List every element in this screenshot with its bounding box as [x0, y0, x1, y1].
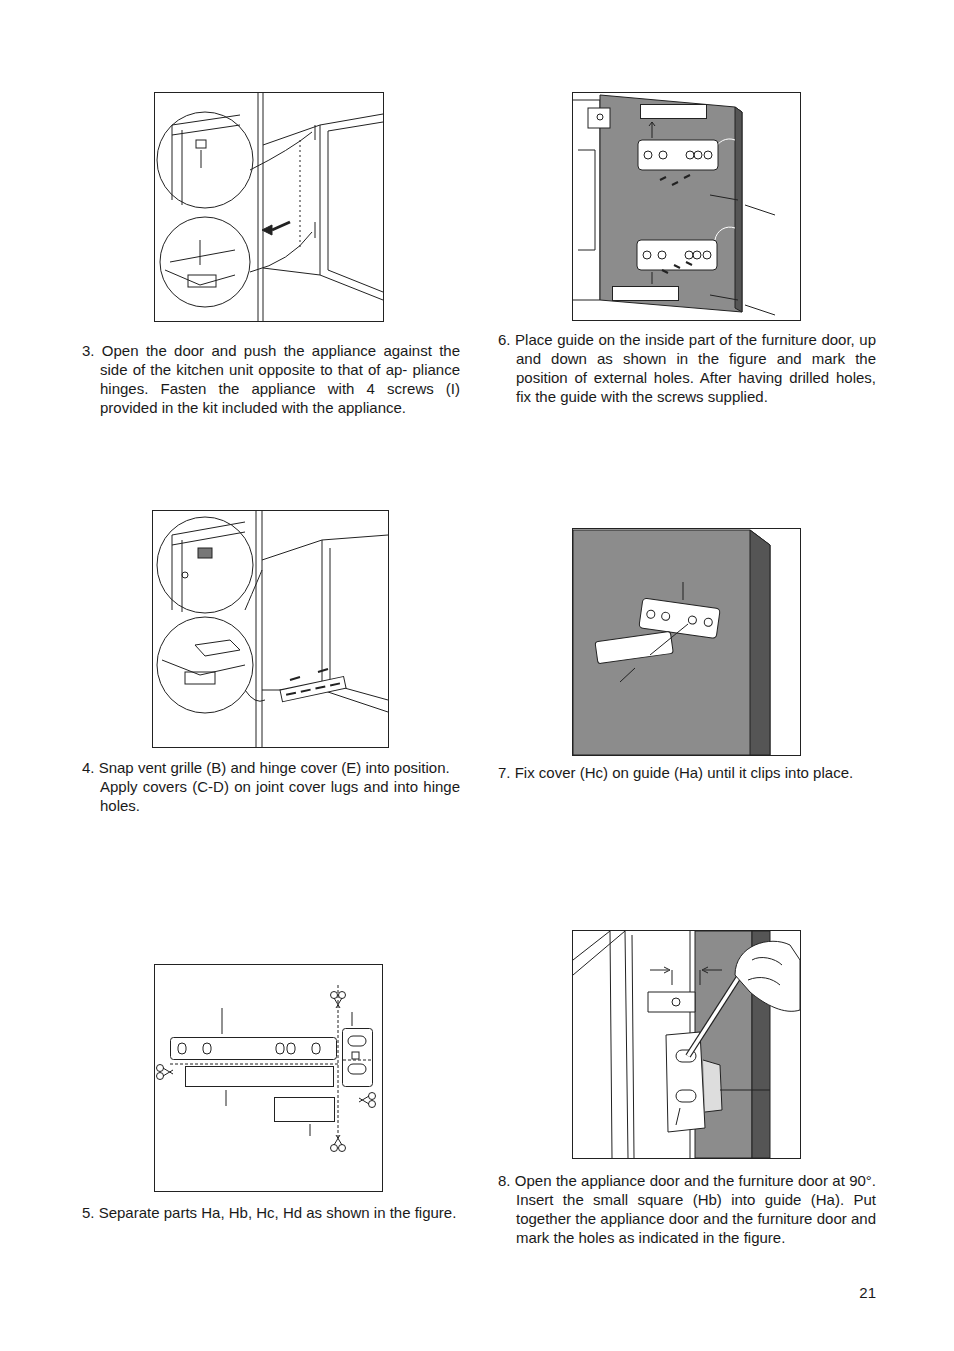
text-block: 5. Separate parts Ha, Hb, Hc, Hd as show… [82, 1203, 460, 1222]
text-block: Apply covers (C-D) on joint cover lugs a… [82, 777, 460, 815]
figure-step-7 [573, 529, 801, 756]
figure-step-8 [573, 931, 801, 1159]
text-block: 6. Place guide on the inside part of the… [498, 330, 876, 406]
scissors-icons [157, 992, 376, 1152]
step-text: 7. Fix cover (Hc) on guide (Ha) until it… [498, 763, 876, 782]
figure-step-3 [155, 93, 384, 322]
text-block: 7. Fix cover (Hc) on guide (Ha) until it… [498, 763, 876, 782]
figure-step-6 [573, 93, 801, 321]
page-number: 21 [836, 1283, 876, 1302]
step-text: 8. Open the appliance door and the furni… [498, 1171, 876, 1247]
text-block: 8. Open the appliance door and the furni… [498, 1171, 876, 1247]
step-text: 3. Open the door and push the appliance … [82, 341, 460, 417]
text-block: 4. Snap vent grille (B) and hinge cover … [82, 758, 460, 777]
step-text: 4. Snap vent grille (B) and hinge cover … [82, 758, 460, 777]
step-text: 6. Place guide on the inside part of the… [498, 330, 876, 406]
figure-step-4 [153, 511, 389, 748]
step-text: 5. Separate parts Ha, Hb, Hc, Hd as show… [82, 1203, 460, 1222]
figure-step-5 [155, 965, 383, 1192]
text-block: 21 [836, 1283, 876, 1302]
text-block: 3. Open the door and push the appliance … [82, 341, 460, 417]
step-text: Apply covers (C-D) on joint cover lugs a… [82, 777, 460, 815]
